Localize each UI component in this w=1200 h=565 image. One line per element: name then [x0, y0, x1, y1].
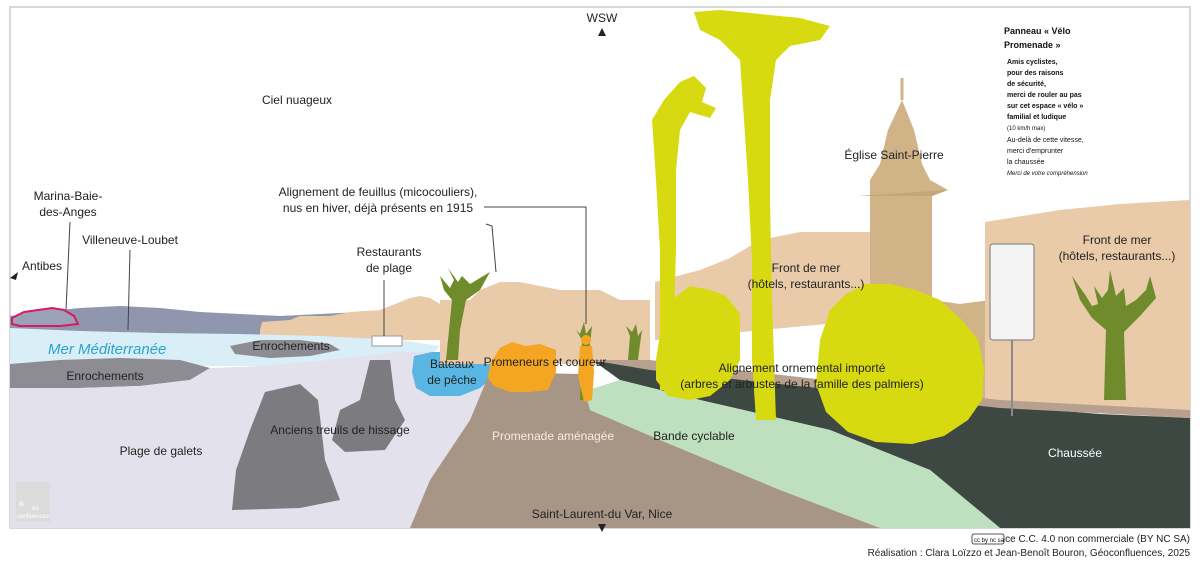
north-arrow-icon	[598, 28, 606, 36]
restaurants-label-2: de plage	[366, 261, 412, 275]
restaurants-label-1: Restaurants	[357, 245, 422, 259]
direction-bottom-label: Saint-Laurent-du Var, Nice	[532, 507, 673, 521]
promenade-label: Promenade aménagée	[492, 429, 614, 443]
antibes-label: Antibes	[22, 259, 62, 273]
sea-label: Mer Méditerranée	[48, 341, 166, 358]
sign-line-4: merci de rouler au pas	[1007, 92, 1082, 99]
sea	[10, 328, 440, 366]
front-right-label-2: (hôtels, restaurants...)	[1059, 249, 1176, 263]
church-roof	[858, 190, 948, 196]
pebbles-label: Plage de galets	[120, 444, 203, 458]
winch-2	[332, 360, 405, 452]
church-label: Église Saint-Pierre	[844, 147, 944, 162]
direction-top-label: WSW	[587, 11, 618, 25]
credits-licence: Licence C.C. 4.0 non commerciale (BY NC …	[981, 534, 1190, 545]
south-arrow-icon	[598, 524, 606, 532]
marina-baie-des-anges	[11, 306, 80, 327]
marina-label-2: des-Anges	[39, 205, 96, 219]
bike-lane	[582, 380, 1000, 528]
velo-promenade-sign	[989, 243, 1035, 341]
road	[595, 362, 1190, 528]
winches-label: Anciens treuils de hissage	[270, 423, 410, 437]
enrochements-center	[230, 340, 340, 358]
cc-badge-text: cc by nc sa	[974, 538, 1005, 544]
antibes-arrow-icon	[10, 272, 18, 280]
front-right-label-1: Front de mer	[1083, 233, 1152, 247]
enrochements-left	[10, 358, 210, 388]
sign-thanks: Merci de votre compréhension	[1007, 171, 1088, 177]
sky-label: Ciel nuageux	[262, 93, 332, 107]
promenade	[410, 372, 880, 528]
boats-label-1: Bateaux	[430, 357, 474, 371]
rocks-label-center: Enrochements	[252, 339, 329, 353]
palms-label-2: (arbres et arbustes de la famille des pa…	[680, 377, 923, 391]
bike-lane-label: Bande cyclable	[653, 429, 735, 443]
walkers	[488, 335, 594, 402]
walkers-label: Promeneurs et coureur	[484, 355, 607, 369]
sign-speed: (10 km/h max)	[1007, 126, 1045, 132]
sign-line-1: Amis cyclistes,	[1007, 59, 1058, 66]
front-mid-label-1: Front de mer	[772, 261, 841, 275]
credits-author: Réalisation : Clara Loïzzo et Jean-Benoî…	[868, 548, 1191, 559]
sign-line-3: de sécurité,	[1007, 81, 1046, 88]
road-label: Chaussée	[1048, 446, 1102, 460]
front-mid-label-2: (hôtels, restaurants...)	[748, 277, 865, 291]
logo-sub2: confluences	[17, 514, 49, 520]
winch-1	[232, 384, 340, 510]
sign-line-8: merci d'emprunter	[1007, 148, 1064, 155]
trees-label-1: Alignement de feuillus (micocouliers),	[279, 185, 478, 199]
palm-trees	[652, 10, 984, 444]
mid-buildings	[440, 282, 650, 364]
sign-line-6: familial et ludique	[1007, 114, 1066, 121]
rocks-label-left: Enrochements	[66, 369, 143, 383]
coastal-town	[260, 296, 440, 340]
sign-text: Panneau « Vélo Promenade » Amis cycliste…	[1004, 26, 1088, 177]
cc-badge-icon: cc by nc sa	[971, 533, 1005, 545]
trees-label-2: nus en hiver, déjà présents en 1915	[283, 201, 473, 215]
geoconfluences-logo	[16, 482, 50, 522]
sign-line-5: sur cet espace « vélo »	[1007, 103, 1083, 110]
sign-line-9: la chaussée	[1007, 159, 1044, 166]
marina-label-1: Marina-Baie-	[34, 189, 103, 203]
sign-line-7: Au-delà de cette vitesse,	[1007, 137, 1084, 144]
logo-sub1: éo	[32, 506, 39, 512]
logo-letter: G	[19, 502, 24, 508]
palms-label-1: Alignement ornemental importé	[719, 361, 886, 375]
leader-lines	[65, 206, 587, 336]
sign-title-2: Promenade »	[1004, 40, 1061, 50]
villeneuve-label: Villeneuve-Loubet	[82, 233, 179, 247]
boats-label-2: de pêche	[427, 373, 477, 387]
beach-restaurant	[371, 335, 403, 347]
sign-line-2: pour des raisons	[1007, 70, 1064, 77]
sign-title-1: Panneau « Vélo	[1004, 26, 1071, 36]
